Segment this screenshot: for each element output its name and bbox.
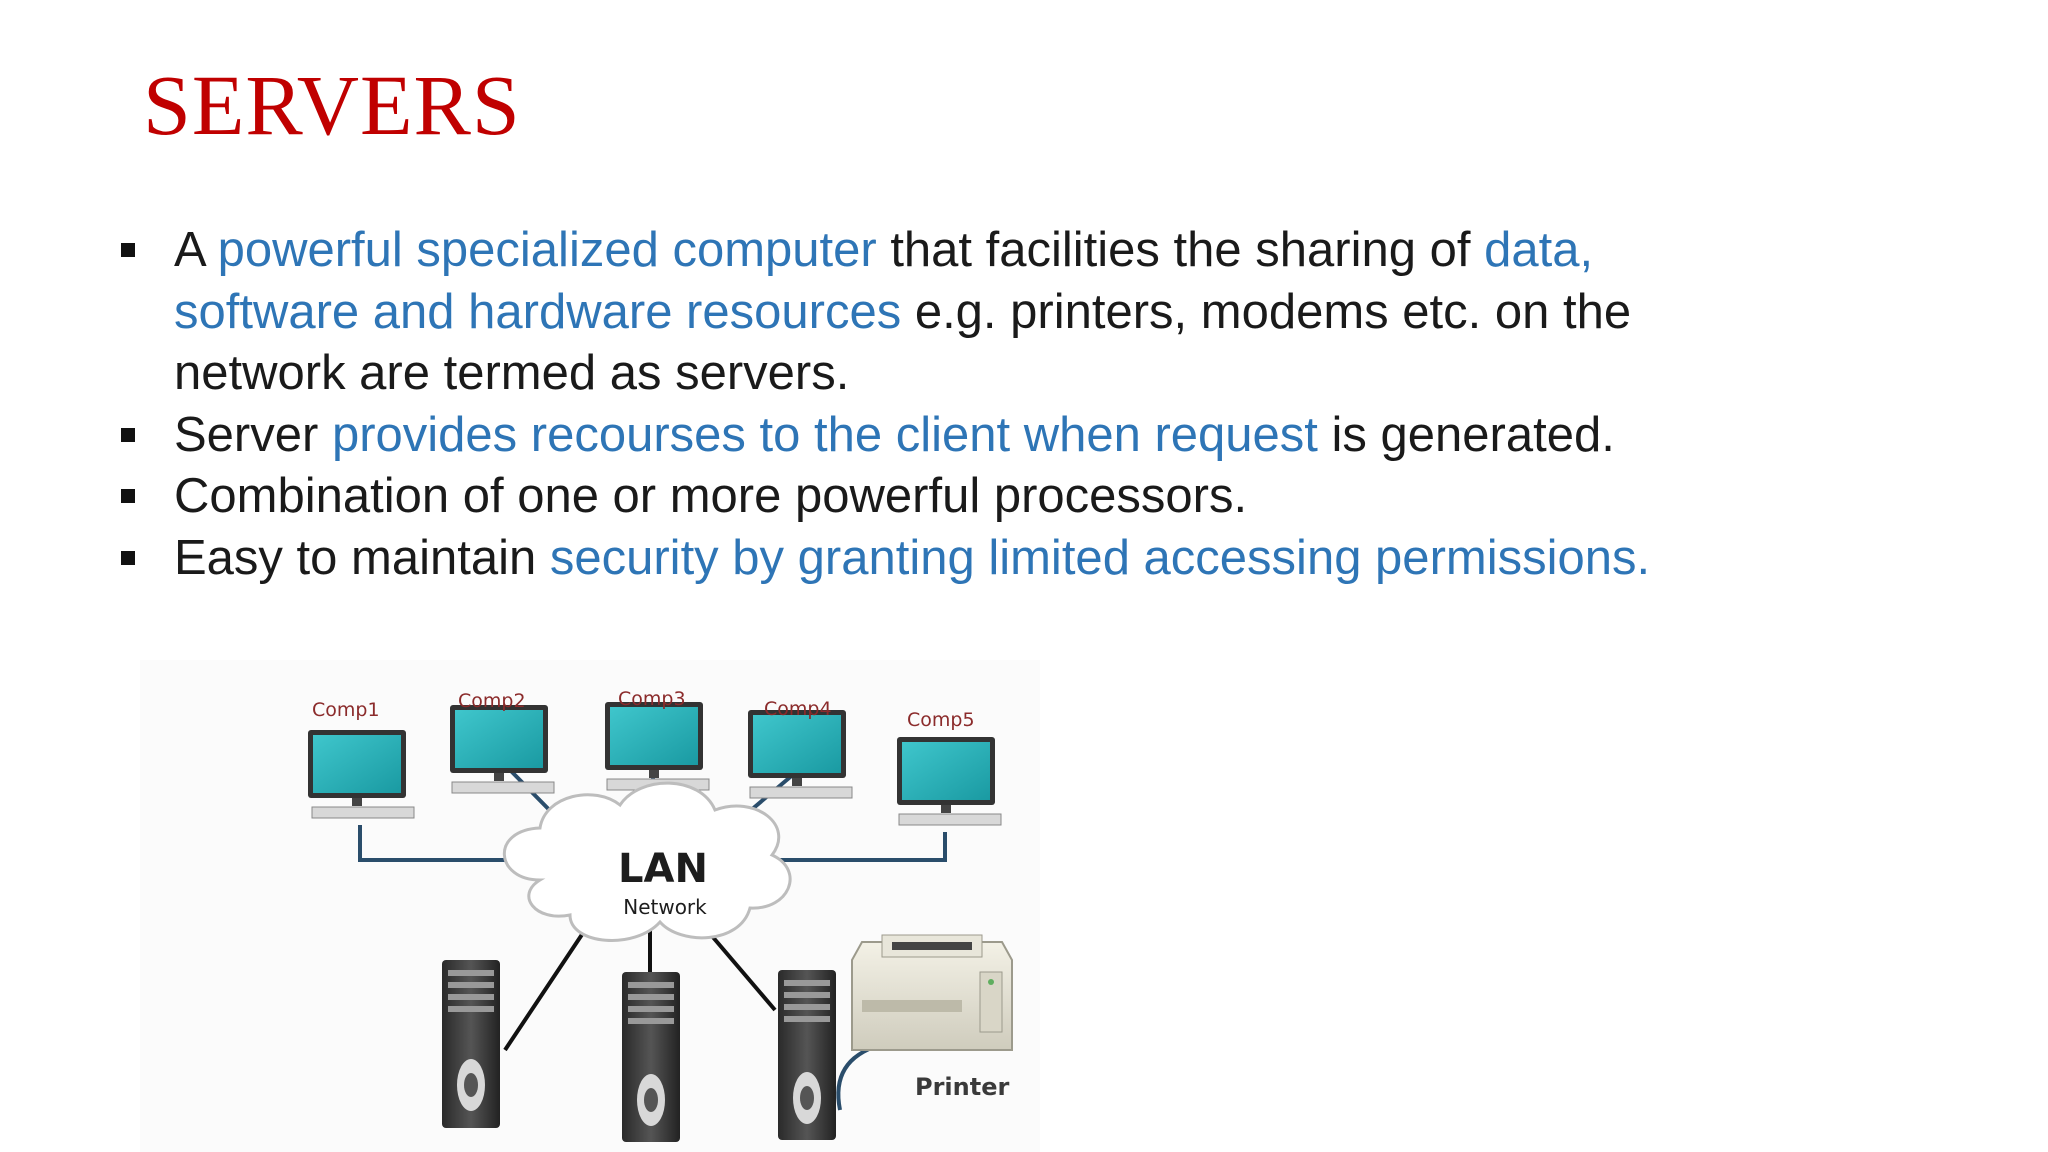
bullet-item: A powerful specialized computer that fac… [118, 220, 1768, 405]
cloud-icon [502, 781, 792, 942]
bullet-item: Combination of one or more powerful proc… [118, 466, 1768, 528]
printer-label: Printer [915, 1073, 1009, 1101]
cloud-title: LAN [618, 846, 708, 892]
printer-icon [851, 934, 1013, 1051]
bullet-item: Server provides recourses to the client … [118, 405, 1768, 467]
computer-icon [308, 730, 415, 819]
server-tower-icon [778, 970, 836, 1140]
computer-icon [450, 705, 555, 794]
square-bullet-icon [121, 243, 135, 257]
computer-icon [605, 702, 710, 791]
computer-icon [748, 710, 853, 799]
computer-label: Comp3 [618, 688, 686, 710]
bullet-item: Easy to maintain security by granting li… [118, 528, 1768, 590]
computer-label: Comp1 [312, 699, 380, 721]
computer-label: Comp2 [458, 690, 526, 712]
server-tower-icon [622, 972, 680, 1142]
computer-label: Comp5 [907, 709, 975, 731]
cloud-subtitle: Network [623, 895, 707, 919]
server-tower-icon [442, 960, 500, 1128]
square-bullet-icon [121, 489, 135, 503]
square-bullet-icon [121, 550, 135, 565]
computer-label: Comp4 [764, 698, 832, 720]
computer-icon [897, 737, 1002, 826]
square-bullet-icon [121, 427, 135, 442]
bullet-list: A powerful specialized computer that fac… [118, 220, 1768, 589]
lan-network-diagram: Comp1 Comp2 Comp3 Comp4 Comp [140, 660, 1040, 1152]
slide-title: SERVERS [143, 57, 521, 153]
